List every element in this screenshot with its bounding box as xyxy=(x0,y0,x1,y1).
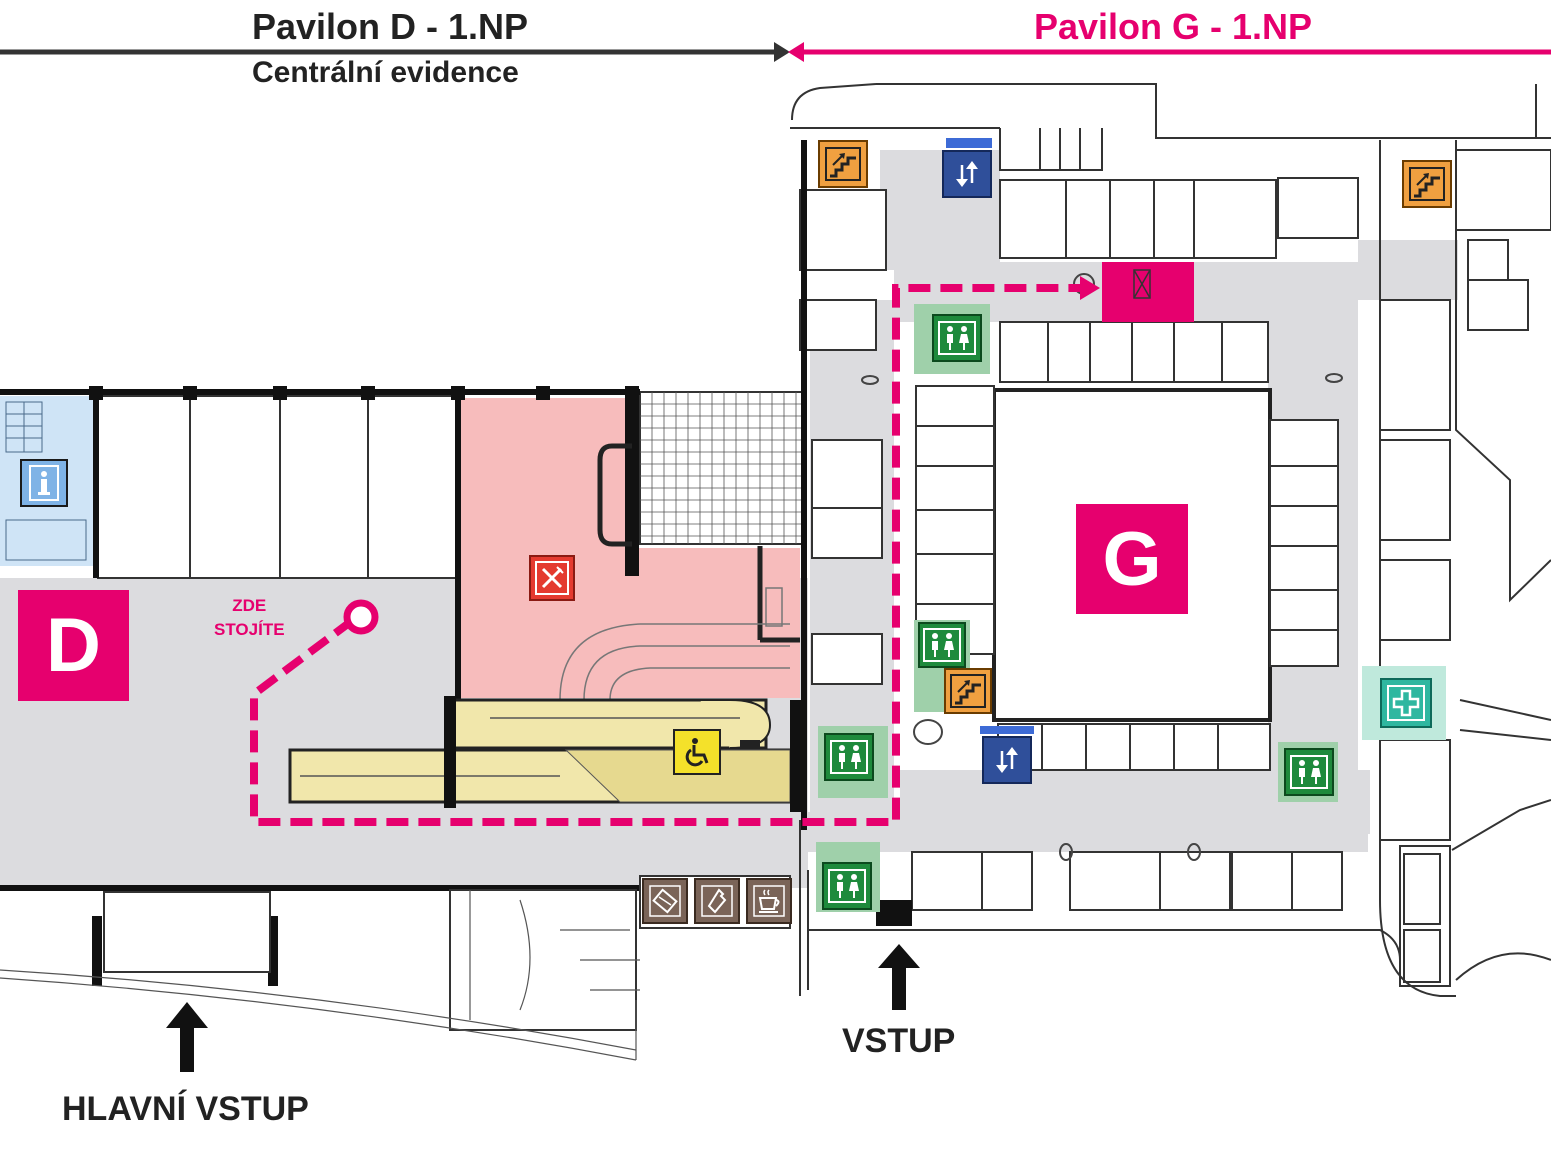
elevator-icon xyxy=(982,736,1032,784)
coffee-icon xyxy=(746,878,792,924)
restaurant-icon xyxy=(529,555,575,601)
stairs-icon xyxy=(1402,160,1452,208)
toilet-icon xyxy=(824,733,874,781)
first-aid-icon xyxy=(1380,678,1432,728)
entrance-label: VSTUP xyxy=(842,1022,956,1060)
you-are-here-line-1: ZDE xyxy=(232,596,267,615)
main-entrance-arrow-icon xyxy=(166,1002,208,1072)
wheelchair-icon xyxy=(673,729,721,775)
header-arrows xyxy=(0,42,1551,62)
pavilion-g-badge: G xyxy=(1076,504,1188,614)
toilet-icon xyxy=(932,314,982,362)
pavilion-d-area xyxy=(0,386,808,1061)
stairs-icon xyxy=(818,140,868,188)
toilet-icon xyxy=(1284,748,1334,796)
stairs-icon xyxy=(944,668,992,714)
pavilion-g-title: Pavilon G - 1.NP xyxy=(1034,6,1313,47)
info-icon xyxy=(20,459,68,507)
pavilion-g-area xyxy=(790,83,1551,997)
pavilion-d-badge: D xyxy=(18,590,129,701)
pavilion-d-title: Pavilon D - 1.NP xyxy=(252,6,529,47)
elevator-icon xyxy=(942,150,992,198)
you-are-here-marker-icon xyxy=(343,599,379,635)
you-are-here-line-2: STOJÍTE xyxy=(214,620,285,639)
destination-room xyxy=(1102,262,1194,322)
snack-vending-icon xyxy=(642,878,688,924)
route-path xyxy=(250,284,1086,826)
toilet-icon xyxy=(822,862,872,910)
central-registry-subtitle: Centrální evidence xyxy=(252,56,519,89)
toilet-icon xyxy=(918,622,966,668)
drink-vending-icon xyxy=(694,878,740,924)
main-entrance-label: HLAVNÍ VSTUP xyxy=(62,1090,309,1128)
arrow-up-icon xyxy=(878,944,920,1010)
route-arrowhead-icon xyxy=(1080,276,1100,300)
you-are-here-label: ZDE STOJÍTE xyxy=(214,594,285,642)
